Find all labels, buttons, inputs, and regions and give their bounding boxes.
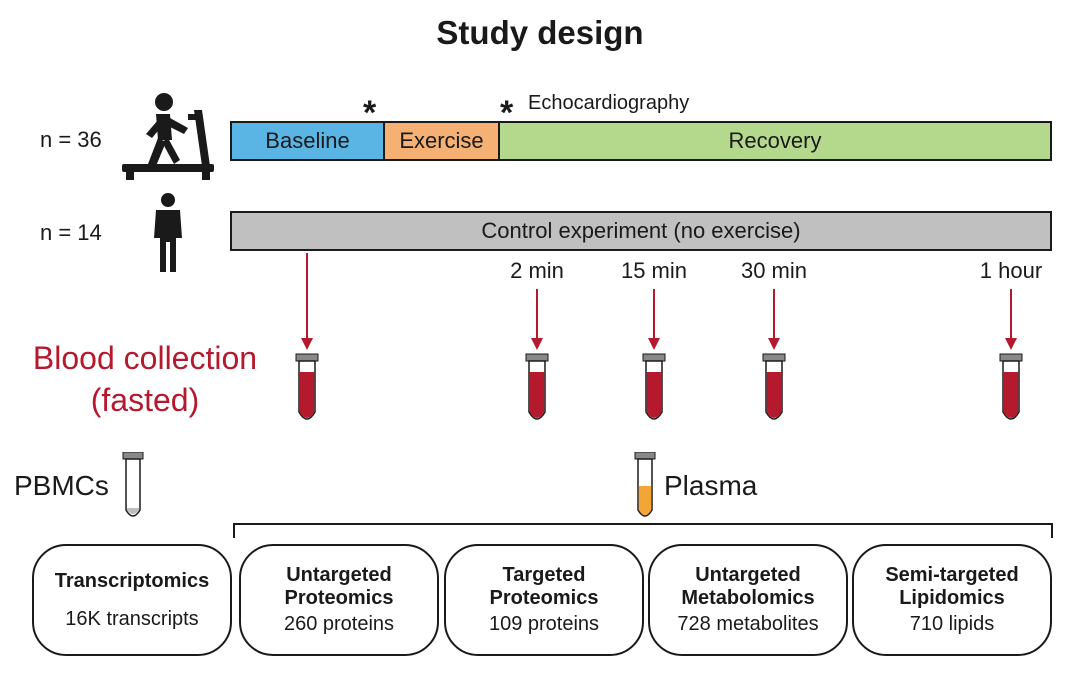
page-title: Study design (436, 14, 644, 51)
omics-count: 728 metabolites (677, 613, 819, 635)
omics-title: Transcriptomics (54, 569, 210, 592)
phase-timeline: Baseline Exercise Recovery (230, 121, 1052, 161)
blood-tube-15min (642, 353, 666, 420)
blood-tube-2min (525, 353, 549, 420)
timepoint-label: 30 min (740, 258, 808, 283)
control-group-count: n = 14 (40, 220, 102, 245)
omics-count: 710 lipids (909, 613, 995, 635)
blood-collection-fasted-label: (fasted) (90, 382, 200, 418)
omics-title: Semi-targeted (885, 564, 1019, 586)
omics-box-untargeted-proteomics: Untargeted Proteomics 260 proteins (239, 544, 439, 656)
exercise-group-count: n = 36 (40, 127, 102, 152)
omics-title: Proteomics (284, 587, 394, 609)
omics-box-transcriptomics: Transcriptomics 16K transcripts (32, 544, 232, 656)
omics-box-targeted-proteomics: Targeted Proteomics 109 proteins (444, 544, 644, 656)
treadmill-runner-icon (122, 93, 214, 180)
pbmc-tube-icon (122, 452, 144, 517)
phase-recovery: Recovery (500, 123, 1050, 159)
omics-count: 260 proteins (283, 613, 395, 635)
plasma-bracket (233, 523, 1053, 538)
omics-title: Targeted (502, 564, 586, 586)
pbmc-label: PBMCs (14, 470, 109, 501)
person-standing-icon (154, 193, 182, 272)
plasma-label: Plasma (664, 470, 758, 501)
blood-tube-30min (762, 353, 786, 420)
omics-title: Metabolomics (681, 587, 815, 609)
omics-title: Proteomics (489, 587, 599, 609)
control-experiment-bar: Control experiment (no exercise) (230, 211, 1052, 251)
blood-collection-label: Blood collection (32, 340, 258, 376)
phase-baseline: Baseline (232, 123, 385, 159)
phase-exercise: Exercise (385, 123, 500, 159)
timepoint-label: 15 min (620, 258, 688, 283)
timepoint-label: 2 min (510, 258, 564, 283)
omics-box-semi-targeted-lipidomics: Semi-targeted Lipidomics 710 lipids (852, 544, 1052, 656)
omics-count: 109 proteins (488, 613, 600, 635)
timepoint-label: 1 hour (979, 258, 1043, 283)
blood-tube-1hour (999, 353, 1023, 420)
plasma-tube-icon (634, 452, 656, 517)
omics-title: Lipidomics (899, 587, 1005, 609)
omics-title: Untargeted (286, 564, 392, 586)
echo-label: Echocardiography (528, 92, 690, 114)
omics-title: Untargeted (695, 564, 801, 586)
blood-tube-baseline (295, 353, 319, 420)
omics-box-untargeted-metabolomics: Untargeted Metabolomics 728 metabolites (648, 544, 848, 656)
omics-count: 16K transcripts (65, 607, 199, 630)
